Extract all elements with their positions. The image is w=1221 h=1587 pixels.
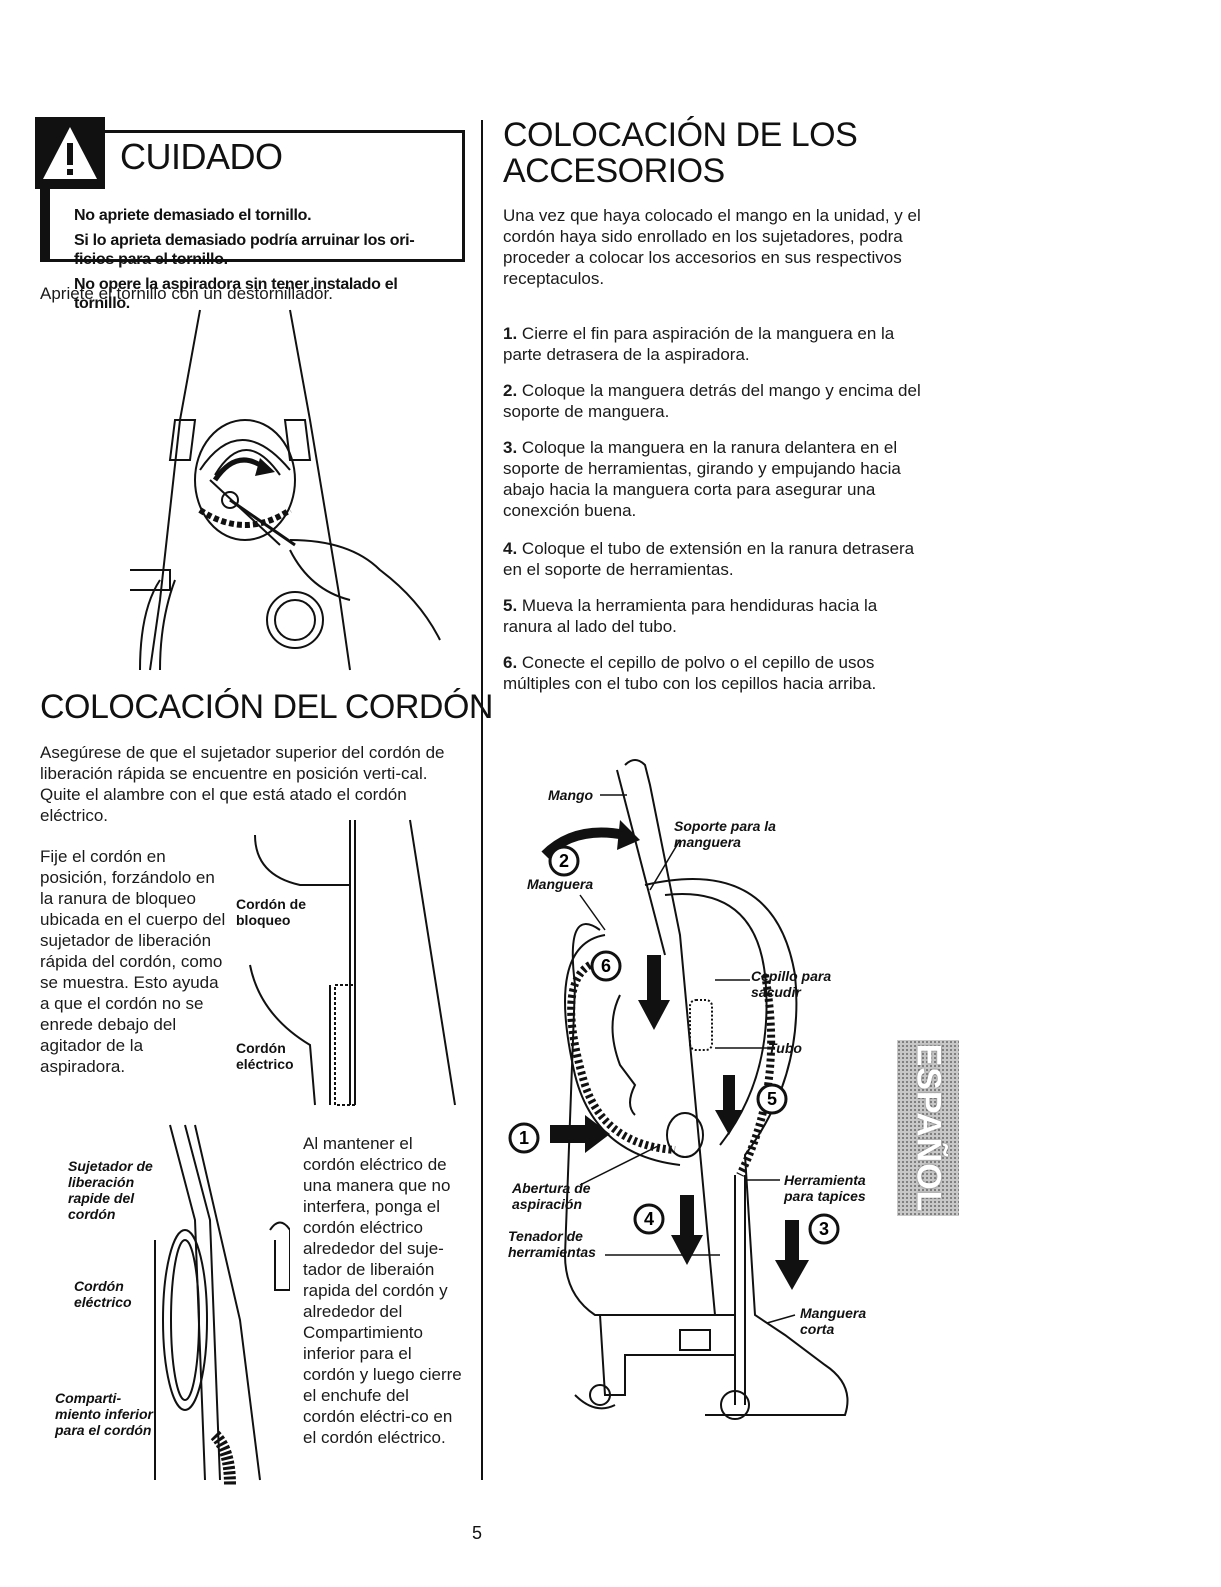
label-herramienta: Herramienta para tapices xyxy=(784,1172,866,1204)
language-tab-label: ESPAÑOL xyxy=(909,1043,948,1213)
step-2-number: 2. xyxy=(503,381,518,400)
caution-tab xyxy=(35,117,105,189)
callout-6-number: 6 xyxy=(601,956,611,976)
label-electric-cord-2: Cordón eléctrico xyxy=(74,1278,132,1310)
step-5: 5. Mueva la herramienta para hendiduras … xyxy=(503,595,923,637)
caution-line-2: Si lo aprieta demasiado podría arruinar … xyxy=(74,232,415,268)
step-4-number: 4. xyxy=(503,539,518,558)
callout-3: 3 xyxy=(808,1213,840,1245)
callout-5-number: 5 xyxy=(767,1089,777,1109)
step-6-number: 6. xyxy=(503,653,518,672)
label-cepillo: Cepillo para sacudir xyxy=(751,968,832,1000)
callout-1-number: 1 xyxy=(519,1128,529,1148)
callout-2: 2 xyxy=(548,845,580,877)
step-1-number: 1. xyxy=(503,324,518,343)
vacuum-illustration xyxy=(541,759,849,1420)
label-manguera-corta: Manguera corta xyxy=(800,1305,867,1337)
caution-line-1: No apriete demasiado el tornillo. xyxy=(74,207,312,224)
callout-4: 4 xyxy=(633,1203,665,1235)
accessories-intro: Una vez que haya colocado el mango en la… xyxy=(503,206,921,288)
page-number: 5 xyxy=(472,1523,483,1543)
step-3-text: Coloque la manguera en la ranura delante… xyxy=(503,438,901,520)
step-2: 2. Coloque la manguera detrás del mango … xyxy=(503,380,923,422)
step-5-text: Mueva la herramienta para hendiduras hac… xyxy=(503,596,878,636)
label-tubo: Tubo xyxy=(768,1040,802,1056)
step-4-text: Coloque el tubo de extensión en la ranur… xyxy=(503,539,915,579)
caution-lines: No apriete demasiado el tornillo. Si lo … xyxy=(74,206,454,319)
step-1: 1. Cierre el fin para aspiración de la m… xyxy=(503,323,923,365)
caution-title: CUIDADO xyxy=(120,136,283,177)
step-6: 6. Conecte el cepillo de polvo o el cepi… xyxy=(503,652,923,694)
callout-1: 1 xyxy=(508,1122,540,1154)
screw-instruction: Apriete el tornillo con un destornillado… xyxy=(40,284,333,303)
caution-line-3: No opere la aspiradora sin tener instala… xyxy=(74,276,398,312)
column-divider xyxy=(481,120,483,1480)
label-electric-cord-1: Cordón eléctrico xyxy=(236,1040,294,1072)
screw-illustration xyxy=(130,309,441,671)
label-soporte: Soporte para la manguera xyxy=(674,818,776,850)
callout-2-number: 2 xyxy=(559,851,569,871)
cord-lock-illustration xyxy=(249,819,456,1106)
cord-wrap-illustration xyxy=(154,1124,290,1486)
step-5-number: 5. xyxy=(503,596,518,615)
callout-6: 6 xyxy=(590,950,622,982)
accessories-heading: COLOCACIÓN DE LOS ACCESORIOS xyxy=(503,116,858,190)
label-release: Sujetador de liberación rapide del cordó… xyxy=(68,1158,153,1222)
language-tab: ESPAÑOL xyxy=(897,1040,959,1216)
cord-fix-text: Fije el cordón en posición, forzándolo e… xyxy=(40,847,226,1076)
label-abertura: Abertura de aspiración xyxy=(512,1180,591,1212)
cord-wrap-text: Al mantener el cordón eléctrico de una m… xyxy=(303,1134,462,1447)
label-tenedor: Tenador de herramientas xyxy=(508,1228,596,1260)
step-4: 4. Coloque el tubo de extensión en la ra… xyxy=(503,538,923,580)
label-mango: Mango xyxy=(548,787,594,803)
callout-5: 5 xyxy=(756,1083,788,1115)
step-6-text: Conecte el cepillo de polvo o el cepillo… xyxy=(503,653,877,693)
step-2-text: Coloque la manguera detrás del mango y e… xyxy=(503,381,921,421)
callout-4-number: 4 xyxy=(644,1209,654,1229)
label-compartment: Comparti-miento inferior para el cordón xyxy=(55,1390,154,1438)
label-manguera: Manguera xyxy=(527,876,594,892)
caution-box xyxy=(40,130,465,262)
step-1-text: Cierre el fin para aspiración de la mang… xyxy=(503,324,895,364)
cord-heading: COLOCACIÓN DEL CORDÓN xyxy=(40,688,493,726)
callout-3-number: 3 xyxy=(819,1219,829,1239)
label-lock-cord: Cordón de bloqueo xyxy=(236,896,306,928)
step-3-number: 3. xyxy=(503,438,518,457)
warning-triangle-icon xyxy=(43,127,97,179)
step-3: 3. Coloque la manguera en la ranura dela… xyxy=(503,437,923,521)
cord-intro: Asegúrese de que el sujetador superior d… xyxy=(40,743,445,825)
